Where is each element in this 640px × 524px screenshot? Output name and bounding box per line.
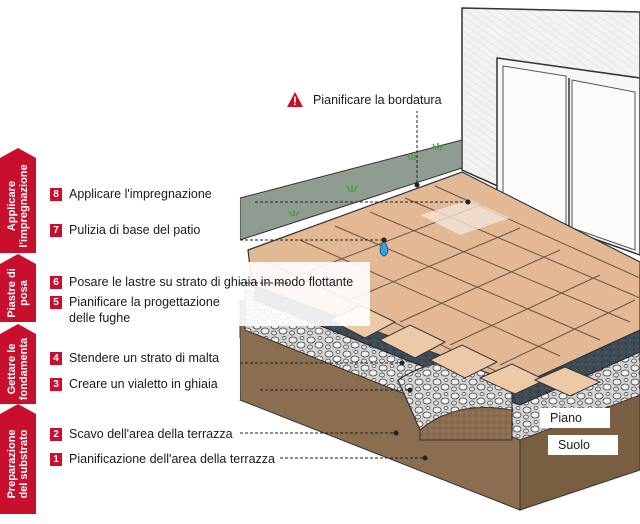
warning-triangle-icon [287, 92, 303, 107]
phase-sidebar: Piastre di posa [0, 254, 36, 322]
phase-sidebar: Gettare le fondamenta [0, 324, 36, 404]
step-item: 3 Creare un vialetto in ghiaia [50, 376, 218, 392]
warning-label: Pianificare la bordatura [313, 92, 442, 107]
phase-sidebar: Preparazione del substrato [0, 404, 36, 514]
step-text: Creare un vialetto in ghiaia [69, 377, 218, 391]
grass-icon [288, 143, 444, 217]
step-number: 2 [50, 428, 62, 441]
step-number: 1 [50, 453, 62, 466]
label-band [40, 262, 370, 326]
step-number: 5 [50, 296, 62, 309]
step-number: 6 [50, 276, 62, 289]
step-item: 6 Posare le lastre su strato di ghiaia i… [50, 274, 353, 290]
label-band [40, 338, 240, 400]
step-item: 2 Scavo dell'area della terrazza [50, 426, 233, 442]
step-number: 7 [50, 224, 62, 237]
step-number: 8 [50, 188, 62, 201]
warning-callout: Pianificare la bordatura [283, 88, 448, 111]
step-text: Pulizia di base del patio [69, 223, 201, 237]
step-number: 4 [50, 352, 62, 365]
step-text: Posare le lastre su strato di ghiaia in … [69, 275, 354, 289]
phase-label: Preparazione del substrato [6, 429, 30, 499]
step-text: Stendere un strato di malta [69, 351, 220, 365]
phase-label: Gettare le fondamenta [6, 337, 30, 401]
step-item: 7 Pulizia di base del patio [50, 222, 200, 238]
suolo-callout: Suolo [548, 435, 618, 455]
step-text: Scavo dell'area della terrazza [69, 427, 233, 441]
step-item: 5 Pianificare la progettazione delle fug… [50, 294, 235, 326]
step-text: Applicare l'impregnazione [69, 187, 212, 201]
phase-label: Applicare l'impregnazione [6, 163, 30, 248]
piano-callout: Piano [540, 408, 610, 428]
step-item: 4 Stendere un strato di malta [50, 350, 219, 366]
label-band [40, 416, 260, 476]
step-item: 8 Applicare l'impregnazione [50, 186, 212, 202]
step-number: 3 [50, 378, 62, 391]
label-band [40, 166, 240, 246]
phase-label: Piastre di posa [6, 268, 30, 318]
step-text: Pianificazione dell'area della terrazza [69, 452, 275, 466]
step-text: Pianificare la progettazione delle fughe [69, 295, 220, 325]
step-item: 1 Pianificazione dell'area della terrazz… [50, 451, 275, 467]
water-drop-icon [379, 238, 389, 257]
phase-sidebar: Applicare l'impregnazione [0, 148, 36, 253]
